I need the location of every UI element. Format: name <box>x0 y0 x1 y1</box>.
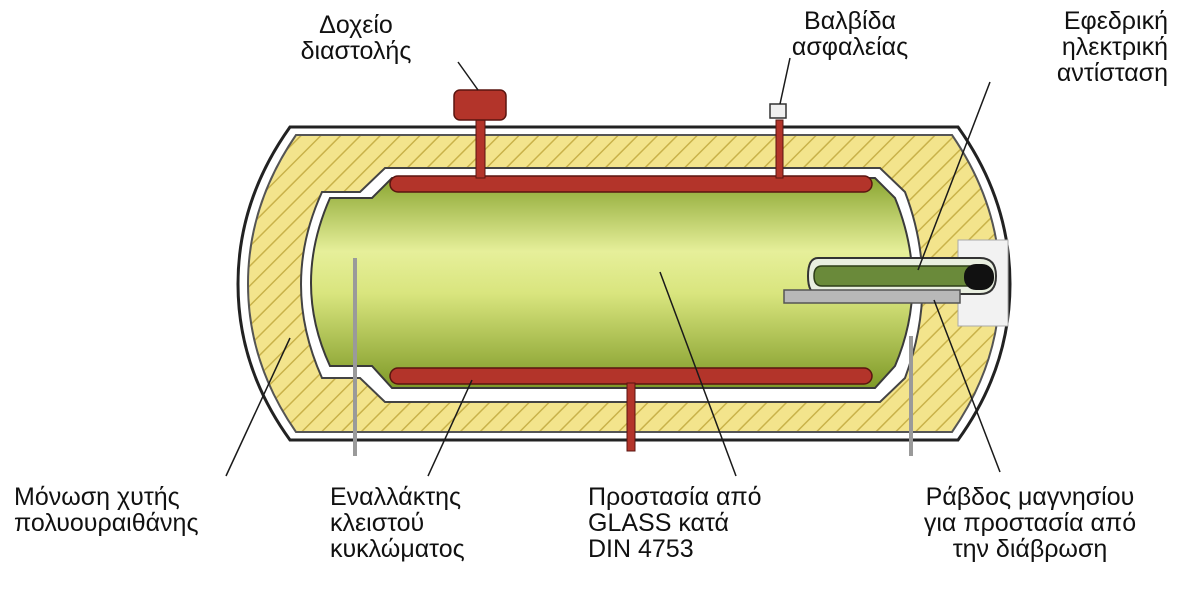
label-line: διαστολής <box>300 37 412 65</box>
leader-lines <box>225 57 1001 477</box>
label-expansion-tank: Δοχείο διαστολής <box>266 12 446 64</box>
label-line: Μόνωση χυτής <box>14 483 180 511</box>
label-insulation: Μόνωση χυτής πολυουραιθάνης <box>14 484 199 536</box>
label-line: Βαλβίδα <box>804 7 896 35</box>
label-line: κυκλώματος <box>330 535 465 563</box>
resistance-element <box>813 265 971 287</box>
label-line: GLASS κατά <box>588 509 729 537</box>
label-line: Δοχείο <box>319 11 393 39</box>
inner-tank <box>310 177 914 389</box>
label-safety-valve: Βαλβίδα ασφαλείας <box>770 8 930 60</box>
label-line: Εναλλάκτης <box>330 483 462 511</box>
label-line: Προστασία από <box>588 483 762 511</box>
label-line: κλειστού <box>330 509 425 537</box>
resistance-plug <box>964 264 994 290</box>
expansion-tank-drum <box>453 89 507 121</box>
label-glass-protection: Προστασία από GLASS κατά DIN 4753 <box>588 484 762 562</box>
label-line: για προστασία από <box>923 509 1137 537</box>
magnesium-rod <box>783 289 961 304</box>
label-line: αντίσταση <box>1056 59 1168 87</box>
label-line: Ράβδος μαγνησίου <box>925 483 1135 511</box>
label-backup-resistance: Εφεδρική ηλεκτρική αντίσταση <box>972 8 1168 86</box>
safety-valve-cap <box>769 103 787 119</box>
label-line: Εφεδρική <box>1063 7 1168 35</box>
exchanger-coil-bottom <box>389 367 873 385</box>
label-line: πολυουραιθάνης <box>14 509 199 537</box>
label-line: DIN 4753 <box>588 535 694 563</box>
expansion-pipe <box>475 117 486 179</box>
exchanger-coil-top <box>389 175 873 193</box>
outlet-pipe <box>626 382 636 452</box>
label-line: την διάβρωση <box>952 535 1108 563</box>
label-line: ασφαλείας <box>791 33 909 61</box>
label-line: ηλεκτρική <box>1061 33 1168 61</box>
safety-valve-pipe <box>775 119 784 179</box>
label-magnesium-rod: Ράβδος μαγνησίου για προστασία από την δ… <box>870 484 1190 562</box>
label-exchanger: Εναλλάκτης κλειστού κυκλώματος <box>330 484 465 562</box>
